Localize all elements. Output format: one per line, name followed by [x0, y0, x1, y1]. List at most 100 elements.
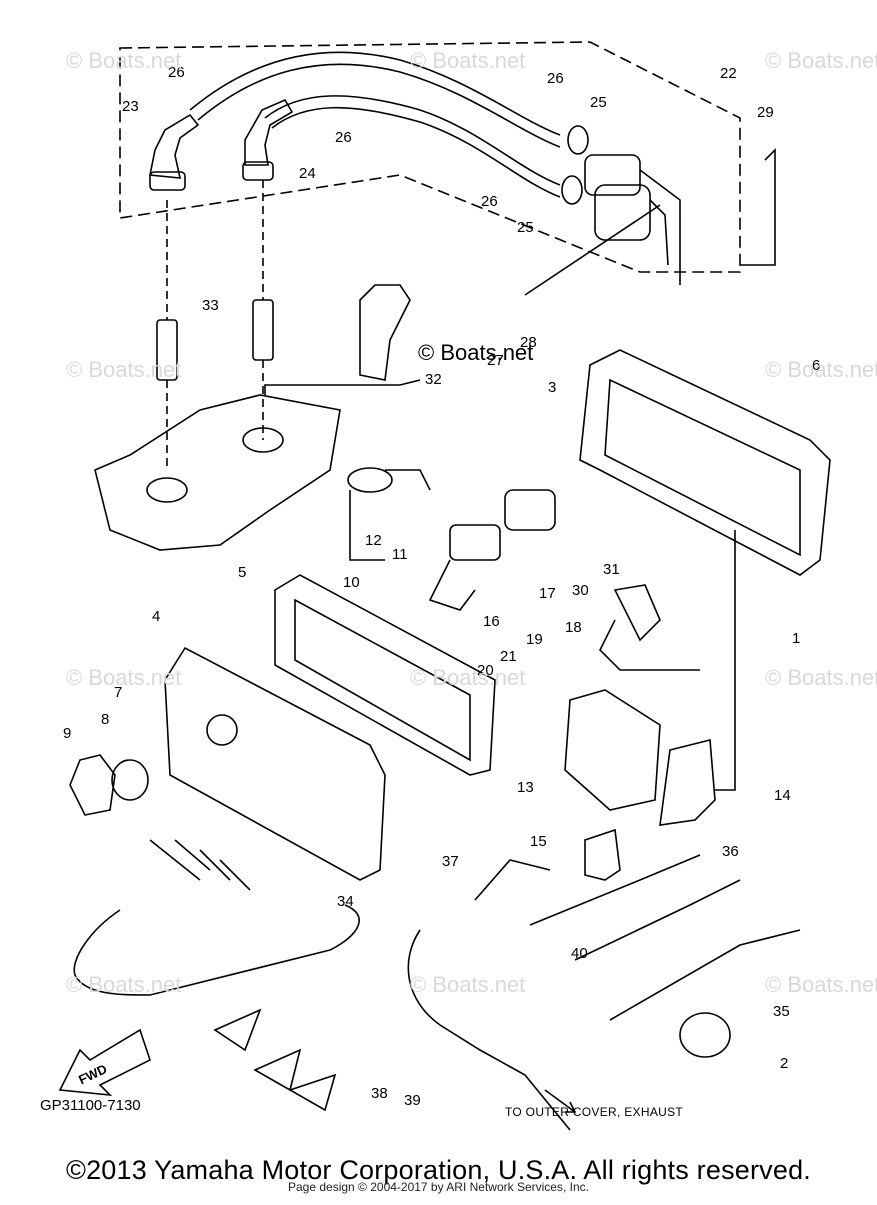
callout-18: 18 [565, 619, 582, 636]
callout-25a: 25 [590, 94, 607, 111]
leader-29 [740, 148, 776, 266]
watermark: © Boats.net [410, 665, 526, 690]
callout-26a: 26 [168, 64, 185, 81]
page-design-credit: Page design © 2004-2017 by ARI Network S… [287, 1180, 589, 1194]
relay-16 [449, 524, 501, 561]
callout-24: 24 [299, 165, 316, 182]
plug-cap-24-boot [242, 161, 274, 181]
ignition-coil-lower-seal [561, 175, 583, 205]
callout-1: 1 [792, 630, 800, 647]
cover [164, 646, 386, 881]
callout-30: 30 [572, 582, 589, 599]
cable-37 [474, 859, 551, 901]
plug-guide-lines [166, 180, 264, 470]
callout-labels: 1 2 3 4 5 6 7 8 9 10 11 12 13 14 15 16 1… [63, 64, 820, 1109]
watermark: © Boats.net [66, 357, 182, 382]
sensor-18 [613, 584, 661, 642]
cap-9 [69, 754, 116, 816]
ignition-group-dashed-box [119, 41, 741, 273]
harness-plugs [149, 839, 251, 891]
callout-25b: 25 [517, 219, 534, 236]
coil-wire [639, 169, 681, 285]
callout-31: 31 [603, 561, 620, 578]
leader-14 [715, 530, 736, 791]
callout-11: 11 [392, 546, 408, 563]
cylinder-head [94, 394, 341, 551]
cable-35 [609, 929, 801, 1021]
fuse-holder-10 [347, 467, 393, 493]
callout-8: 8 [101, 711, 109, 728]
callout-10: 10 [343, 574, 360, 591]
gasket [274, 574, 496, 776]
watermark: © Boats.net [66, 48, 182, 73]
spark-plug-right [252, 299, 274, 361]
callout-15: 15 [530, 833, 547, 850]
callout-4: 4 [152, 608, 160, 625]
bracket-14 [659, 738, 716, 826]
bracket-15 [584, 828, 621, 881]
callout-38: 38 [371, 1085, 388, 1102]
switch-17 [504, 489, 556, 531]
cylinder-bore-left [146, 477, 188, 503]
electrical-box-inner [604, 378, 801, 557]
callout-26b: 26 [335, 129, 352, 146]
callout-33: 33 [202, 297, 219, 314]
watermark: © Boats.net [765, 357, 877, 382]
ignition-coil-lower [594, 184, 651, 241]
callout-9: 9 [63, 725, 71, 742]
callout-26d: 26 [481, 193, 498, 210]
watermark: © Boats.net [410, 48, 526, 73]
callout-13: 13 [517, 779, 534, 796]
ht-lead-upper-2 [197, 63, 561, 148]
harness-connectors [213, 1008, 337, 1112]
bracket-32 [359, 284, 411, 381]
callout-35: 35 [773, 1003, 790, 1020]
plug-cap-24 [244, 98, 294, 166]
destination-note: TO OUTER COVER, EXHAUST [505, 1105, 684, 1119]
sensor-18-wire [599, 619, 700, 671]
wire-harness-34 [73, 904, 360, 996]
callout-12: 12 [365, 532, 382, 549]
callout-36: 36 [722, 843, 739, 860]
watermark: © Boats.net [765, 665, 877, 690]
cdi-unit [564, 689, 661, 811]
plug-cap-23-boot [149, 171, 186, 191]
callout-34: 34 [337, 893, 354, 910]
ht-lead-lower-2 [271, 106, 561, 198]
leader-28 [524, 204, 661, 296]
cover-port [206, 714, 238, 746]
callout-7: 7 [114, 684, 122, 701]
leader-32 [264, 379, 421, 395]
callout-28: 28 [520, 334, 537, 351]
callout-3: 3 [548, 379, 556, 396]
ht-lead-lower [264, 95, 561, 186]
fuse-holder-wire [349, 469, 431, 561]
callout-39: 39 [404, 1092, 421, 1109]
callout-26c: 26 [547, 70, 564, 87]
callout-5: 5 [238, 564, 246, 581]
callout-20: 20 [477, 662, 494, 679]
callout-6: 6 [812, 357, 820, 374]
diagram-code: GP31100-7130 [40, 1097, 141, 1114]
fwd-arrow [58, 1028, 151, 1097]
callout-21: 21 [500, 648, 517, 665]
gasket-inner [294, 598, 471, 762]
callout-29: 29 [757, 104, 774, 121]
outer-cover-arrow [544, 1089, 577, 1113]
callout-22: 22 [720, 65, 737, 82]
ignition-coil-upper [584, 154, 641, 196]
watermark: © Boats.net [765, 48, 877, 73]
callout-2: 2 [780, 1055, 788, 1072]
callout-32: 32 [425, 371, 442, 388]
seal-8 [111, 759, 149, 801]
callout-19: 19 [526, 631, 543, 648]
callout-27: 27 [487, 352, 504, 369]
cable-main [407, 929, 571, 1131]
watermark: © Boats.net [410, 972, 526, 997]
clamp-2 [679, 1012, 731, 1058]
watermark: © Boats.net [66, 972, 182, 997]
copyright-notice: ©2013 Yamaha Motor Corporation, U.S.A. A… [65, 1155, 812, 1185]
cylinder-bore-right [242, 427, 284, 453]
plug-cap-23 [149, 113, 200, 179]
